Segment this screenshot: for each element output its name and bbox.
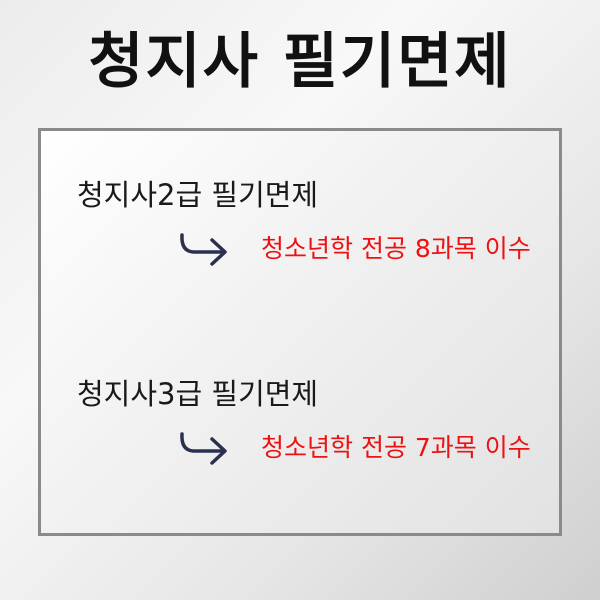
requirement-text: 청소년학 전공 8과목 이수: [261, 234, 531, 263]
grade-label: 청지사3급 필기면제: [77, 377, 319, 411]
page-title: 청지사 필기면제: [88, 27, 512, 97]
arrow-right-icon: [180, 432, 227, 465]
requirement-text: 청소년학 전공 7과목 이수: [261, 433, 531, 462]
grade-label: 청지사2급 필기면제: [77, 178, 319, 212]
arrow-right-icon: [180, 233, 227, 266]
info-box: 청지사2급 필기면제 청소년학 전공 8과목 이수 청지사3급 필기면제 청소년…: [38, 128, 562, 536]
